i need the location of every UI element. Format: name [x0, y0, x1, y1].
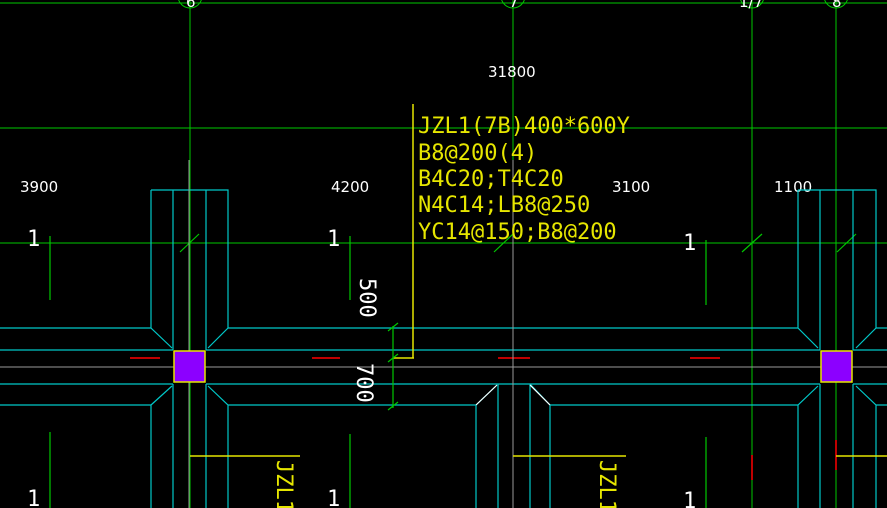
column[interactable] — [173, 350, 206, 383]
haunch-dimension-label: 700 — [351, 363, 376, 403]
annotation-line: JZL1(7B)400*600Y — [418, 114, 630, 139]
axis-bubbles — [178, 0, 848, 9]
span-dimension: 4200 — [331, 178, 369, 196]
axis-label: 7 — [509, 0, 519, 11]
axis-bubble[interactable] — [824, 0, 848, 9]
axis-labels: 6 7 1/7 8 — [186, 0, 842, 11]
haunch-dimension[interactable]: 500 700 — [351, 278, 399, 411]
section-mark-label: 1 — [327, 487, 340, 508]
section-mark-label: 1 — [27, 487, 40, 508]
span-dimension: 3900 — [20, 178, 58, 196]
column[interactable] — [820, 350, 853, 383]
axis-bubble[interactable] — [740, 0, 764, 9]
section-marks — [49, 233, 857, 508]
axis-bubble[interactable] — [178, 0, 202, 9]
beam-label-vertical: JZL1 — [594, 460, 619, 508]
lower-beam-labels: JZL1 JZL1 — [190, 455, 887, 508]
grey-center-lines — [0, 160, 887, 508]
haunch-marks — [475, 384, 551, 406]
beam-annotation[interactable]: JZL1(7B)400*600Y B8@200(4) B4C20;T4C20 N… — [393, 104, 630, 359]
beam-label-vertical: JZL1 — [271, 460, 296, 508]
beam-outline[interactable] — [797, 189, 877, 349]
span-dimension: 3100 — [612, 178, 650, 196]
axis-label: 6 — [186, 0, 196, 11]
axis-label: 1/7 — [739, 0, 763, 11]
section-mark-label: 1 — [327, 227, 340, 252]
haunch-dimension-label: 500 — [354, 278, 379, 318]
section-mark-label: 1 — [683, 489, 696, 508]
annotation-line: N4C14;LB8@250 — [418, 193, 590, 218]
annotation-line: B8@200(4) — [418, 141, 537, 166]
annotation-line: B4C20;T4C20 — [418, 167, 564, 192]
section-mark-label: 1 — [27, 227, 40, 252]
axis-label: 8 — [832, 0, 842, 11]
annotation-line: YC14@150;B8@200 — [418, 220, 617, 245]
section-mark-label: 1 — [683, 231, 696, 256]
axis-bubble[interactable] — [501, 0, 525, 9]
center-line-marks — [130, 357, 837, 480]
span-dimension: 1100 — [774, 178, 812, 196]
total-dimension: 31800 — [488, 63, 536, 81]
section-mark-labels: 1 1 1 1 1 1 — [27, 227, 696, 508]
